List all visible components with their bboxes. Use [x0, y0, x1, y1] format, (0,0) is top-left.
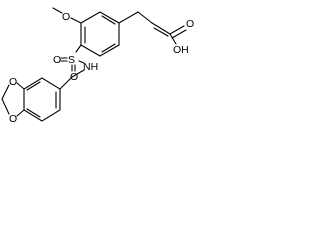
- bond-ch2-ring: [59, 76, 73, 90]
- atom-sulfonyl-oxygen-left: O: [53, 54, 61, 66]
- upper-ring-double-1: [101, 15, 116, 25]
- bond-dioxole-d: [1, 98, 10, 115]
- lower-benzene-ring: [23, 77, 61, 122]
- upper-ring-double-2: [101, 43, 116, 53]
- bond-ring-sulfur: [75, 44, 82, 53]
- bond-carboxyl-o-a: [169, 25, 185, 35]
- bond-dioxole-c: [1, 84, 10, 100]
- atom-hydroxyl-oh: OH: [173, 44, 189, 56]
- chemical-structure: O S O O NH OH O O O: [1, 7, 194, 125]
- bond-dioxole-b: [16, 109, 25, 117]
- atom-sulfonyl-sulfur: S: [68, 54, 75, 66]
- bond-methyl: [52, 7, 63, 14]
- bond-sulfur-nh: [78, 60, 85, 64]
- bond-dioxole-a: [16, 82, 25, 90]
- bond-vinyl-single: [137, 11, 153, 24]
- atom-amine-nh: NH: [83, 61, 98, 73]
- bond-carboxyl-oh: [169, 33, 177, 45]
- lower-ring-double-2: [26, 108, 41, 118]
- atom-sulfonyl-oxygen-bottom: O: [70, 71, 78, 83]
- upper-benzene-ring: [80, 11, 120, 57]
- atom-carbonyl-oxygen: O: [186, 18, 194, 30]
- bond-vinyl-double-a: [151, 22, 171, 35]
- bond-ring-vinyl: [118, 11, 139, 24]
- bond-vinyl-double-b: [153, 27, 169, 37]
- bond-carboxyl-o-b: [171, 29, 187, 39]
- lower-ring-double-3: [26, 81, 41, 91]
- atom-dioxole-oxygen-bottom: O: [9, 113, 17, 125]
- atom-dioxole-oxygen-top: O: [9, 76, 17, 88]
- bond-methoxy-ring: [70, 17, 82, 24]
- bond-nh-ch2: [71, 69, 85, 78]
- atom-methoxy-oxygen: O: [62, 11, 70, 23]
